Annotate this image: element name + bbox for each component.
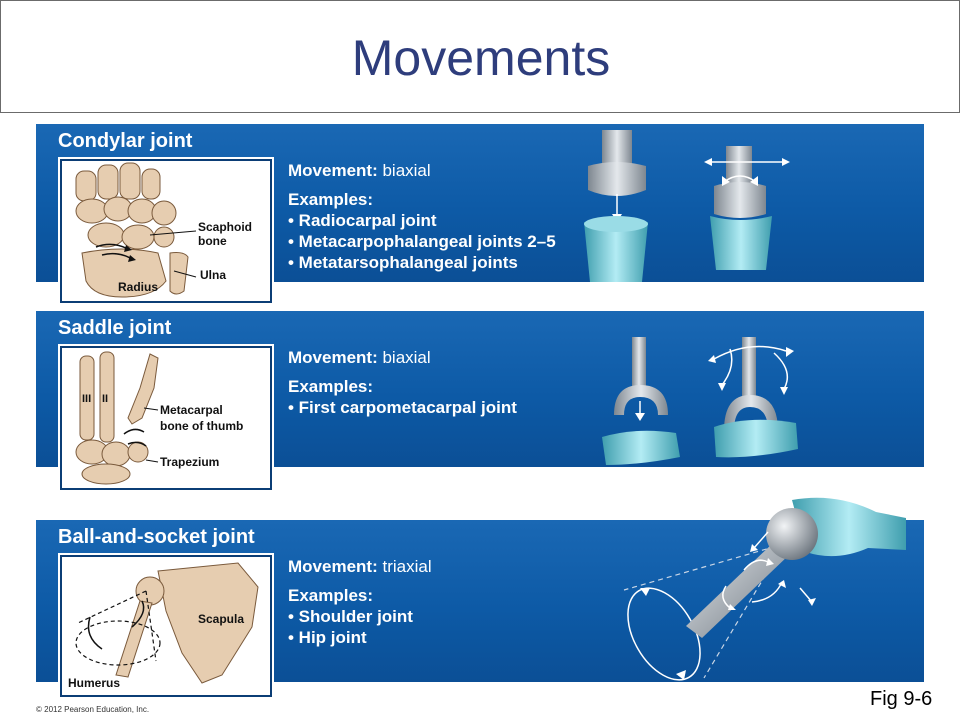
humerus-label: Humerus (68, 676, 120, 690)
condylar-socket (584, 222, 648, 282)
bone-of-thumb-label: bone of thumb (160, 419, 243, 433)
wrist-illustration: Scaphoid bone Ulna Radius (60, 159, 272, 303)
copyright-notice: © 2012 Pearson Education, Inc. (36, 705, 150, 714)
metacarpal-label: Metacarpal (160, 403, 223, 417)
example-item: • Radiocarpal joint (288, 211, 437, 230)
example-item: • First carpometacarpal joint (288, 398, 517, 417)
examples-label: Examples: (288, 377, 374, 396)
shoulder-illustration: Scapula Humerus (60, 555, 272, 697)
panel-heading: Condylar joint (58, 130, 193, 152)
condylar-description: Movement: biaxial Examples: • Radiocarpa… (288, 160, 556, 273)
movement-label: Movement: (288, 161, 378, 180)
ball-part (766, 508, 818, 560)
title-box: Movements (0, 0, 960, 113)
saddle-lower-part (602, 430, 680, 465)
radius-label: Radius (118, 280, 158, 294)
slide-title: Movements (351, 30, 611, 86)
scapula-bone (157, 562, 259, 684)
condyle-head (588, 162, 646, 196)
movement-value: biaxial (382, 348, 431, 367)
trapezium-label: Trapezium (160, 455, 219, 469)
saddle-joint-panel: Saddle joint III II Metacarpal bone of t… (36, 311, 924, 490)
saddle-description: Movement: biaxial Examples: • First carp… (288, 347, 517, 418)
panel-heading: Ball-and-socket joint (58, 526, 255, 548)
movement-value: triaxial (382, 557, 432, 576)
socket-part (792, 497, 906, 557)
examples-label: Examples: (288, 190, 374, 209)
ball-and-socket-model (623, 497, 906, 681)
scaphoid-label: Scaphoid (198, 220, 252, 234)
humerus-bone (115, 600, 153, 678)
thumb-illustration: III II Metacarpal bone of thumb Trapeziu… (60, 346, 272, 490)
condylar-joint-model (584, 130, 790, 282)
movement-label: Movement: (288, 348, 378, 367)
movement-value: biaxial (382, 161, 431, 180)
example-item: • Hip joint (288, 628, 367, 647)
figure-reference: Fig 9-6 (870, 688, 933, 710)
saddle-upper-part (614, 385, 668, 415)
movement-label: Movement: (288, 557, 378, 576)
ulna-label: Ulna (200, 268, 226, 282)
example-item: • Shoulder joint (288, 607, 413, 626)
ball-and-socket-description: Movement: triaxial Examples: • Shoulder … (288, 556, 432, 648)
example-item: • Metacarpophalangeal joints 2–5 (288, 232, 556, 251)
condylar-joint-panel: Condylar joint (36, 124, 924, 303)
metacarpal-iii-label: III (82, 393, 91, 405)
panel-heading: Saddle joint (58, 317, 172, 339)
examples-label: Examples: (288, 586, 374, 605)
saddle-joint-model (602, 337, 798, 465)
scapula-label: Scapula (198, 612, 244, 626)
ball-and-socket-joint-panel: Ball-and-socket joint Scapula Humerus Mo… (36, 497, 924, 697)
bone-label: bone (198, 234, 227, 248)
example-item: • Metatarsophalangeal joints (288, 253, 518, 272)
metacarpal-ii-label: II (102, 393, 108, 405)
